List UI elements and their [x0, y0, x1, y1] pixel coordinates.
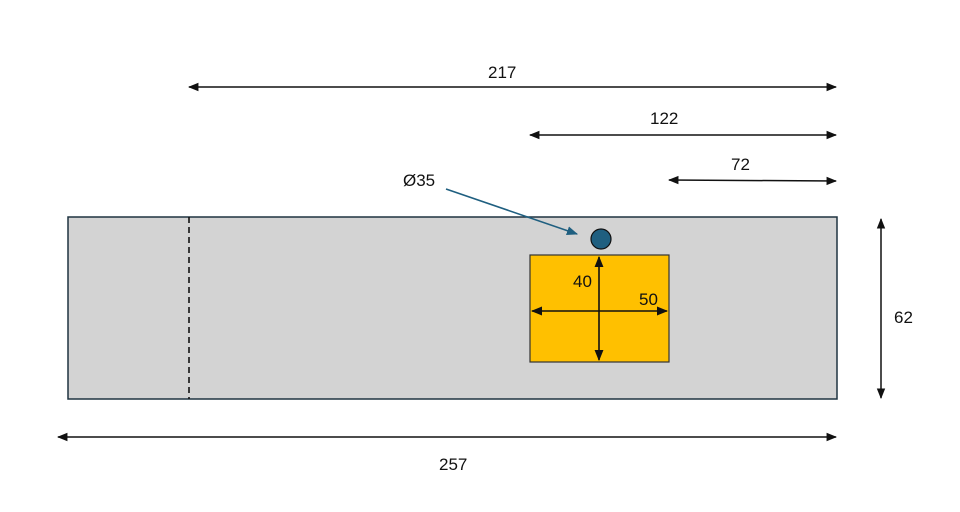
hole-leader-line: [445, 188, 579, 235]
dim-72-label: 72: [731, 155, 750, 174]
cutout-width-label: 50: [639, 290, 658, 309]
panel: [67, 216, 838, 400]
cutout-height-label: 40: [573, 272, 592, 291]
hole: [590, 228, 612, 250]
dim-72-arrow: [667, 175, 838, 186]
dim-257-label: 257: [439, 455, 467, 474]
dim-62-label: 62: [894, 308, 913, 327]
dim-122-label: 122: [650, 109, 678, 128]
hole-diameter-label: Ø35: [403, 171, 435, 190]
dim-217-label: 217: [488, 63, 516, 82]
